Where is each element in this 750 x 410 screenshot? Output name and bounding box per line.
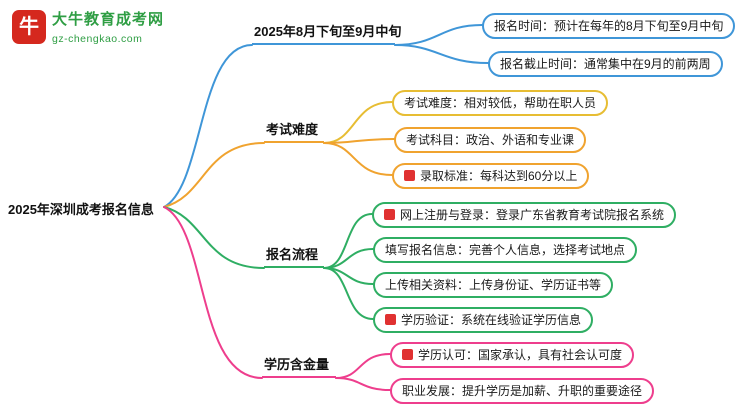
branch-label-exam-difficulty[interactable]: 考试难度 <box>264 122 324 143</box>
node-exam-difficulty[interactable]: 考试难度：相对较低，帮助在职人员 <box>392 90 609 116</box>
node-exam-subjects[interactable]: 考试科目：政治、外语和专业课 <box>394 127 587 153</box>
marker-icon <box>402 349 413 360</box>
branch3-child3-line <box>323 267 374 285</box>
node-fill-info[interactable]: 填写报名信息：完善个人信息，选择考试地点 <box>373 237 638 263</box>
node-text: 填写报名信息：完善个人信息，选择考试地点 <box>385 243 626 257</box>
branch3-child2-line <box>323 248 374 269</box>
node-online-register[interactable]: 网上注册与登录：登录广东省教育考试院报名系统 <box>372 202 677 228</box>
branch3-stem <box>163 206 265 269</box>
branch2-child3-line <box>323 142 393 176</box>
node-text: 上传相关资料：上传身份证、学历证书等 <box>385 278 602 292</box>
branch1-child1-line <box>394 24 483 46</box>
node-text: 报名时间：预计在每年的8月下旬至9月中旬 <box>494 19 724 33</box>
node-text: 学历验证：系统在线验证学历信息 <box>401 313 582 327</box>
branch2-child1-line <box>323 101 393 144</box>
branch1-child2-line <box>394 44 489 64</box>
root-node[interactable]: 2025年深圳成考报名信息 <box>8 202 154 217</box>
node-text: 考试科目：政治、外语和专业课 <box>406 133 575 147</box>
marker-icon <box>404 170 415 181</box>
branch-label-degree-value[interactable]: 学历含金量 <box>262 357 336 378</box>
branch1-stem <box>163 44 253 208</box>
node-text: 考试难度：相对较低，帮助在职人员 <box>404 96 597 110</box>
node-career-development[interactable]: 职业发展：提升学历是加薪、升职的重要途径 <box>390 378 655 404</box>
node-degree-verify[interactable]: 学历验证：系统在线验证学历信息 <box>373 307 594 333</box>
node-text: 报名截止时间：通常集中在9月的前两周 <box>500 57 711 71</box>
node-text: 学历认可：国家承认，具有社会认可度 <box>418 348 623 362</box>
node-degree-recognition[interactable]: 学历认可：国家承认，具有社会认可度 <box>390 342 635 368</box>
branch-label-signup-process[interactable]: 报名流程 <box>264 247 324 268</box>
branch2-stem <box>163 142 265 208</box>
branch3-child4-line <box>323 267 374 320</box>
marker-icon <box>384 209 395 220</box>
logo-site-domain: gz-chengkao.com <box>52 33 143 45</box>
logo-text-block: 大牛教育成考网 gz-chengkao.com <box>52 10 164 46</box>
site-logo[interactable]: 牛 大牛教育成考网 gz-chengkao.com <box>12 10 164 46</box>
node-signup-time[interactable]: 报名时间：预计在每年的8月下旬至9月中旬 <box>482 13 736 39</box>
node-admission-standard[interactable]: 录取标准：每科达到60分以上 <box>392 163 590 189</box>
node-text: 录取标准：每科达到60分以上 <box>420 169 578 183</box>
branch2-child2-line <box>323 138 395 144</box>
branch4-stem <box>163 206 263 379</box>
marker-icon <box>385 314 396 325</box>
branch4-child2-line <box>335 377 391 391</box>
node-upload-materials[interactable]: 上传相关资料：上传身份证、学历证书等 <box>373 272 614 298</box>
branch3-child1-line <box>323 213 373 269</box>
logo-bull-icon: 牛 <box>12 10 46 44</box>
node-signup-deadline[interactable]: 报名截止时间：通常集中在9月的前两周 <box>488 51 723 77</box>
node-text: 职业发展：提升学历是加薪、升职的重要途径 <box>402 384 643 398</box>
logo-site-name: 大牛教育成考网 <box>52 11 165 28</box>
node-text: 网上注册与登录：登录广东省教育考试院报名系统 <box>400 208 665 222</box>
branch-label-signup-time[interactable]: 2025年8月下旬至9月中旬 <box>252 24 401 45</box>
branch4-child1-line <box>335 353 391 379</box>
